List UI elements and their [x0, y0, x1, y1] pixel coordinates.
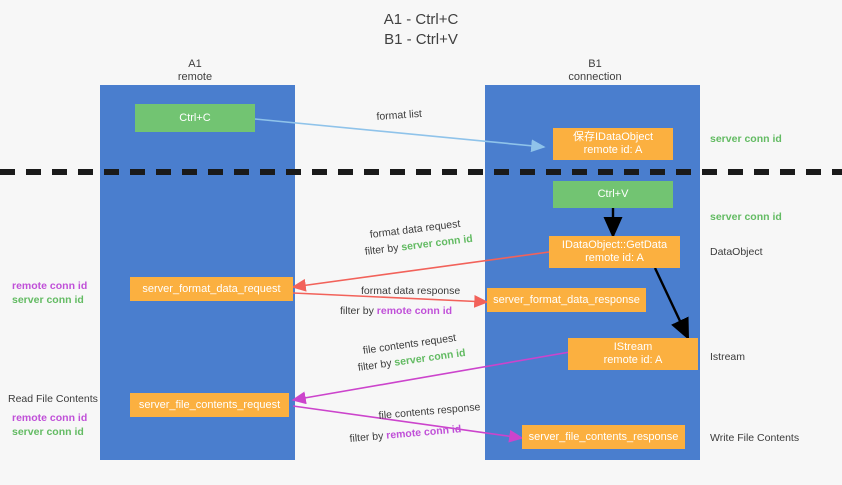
side-label-write-file-contents: Write File Contents — [710, 432, 800, 444]
side-label-server-conn-id-low: server conn id — [12, 426, 84, 438]
filter-value-remote-conn-id: remote conn id — [376, 305, 453, 317]
side-label-server-conn-id-mid: server conn id — [710, 211, 782, 223]
edge-label-format-data-response: format data response — [361, 285, 461, 297]
box-server-file-contents-request[interactable]: server_file_contents_request — [130, 393, 289, 417]
box-server-format-data-response[interactable]: server_format_data_response — [487, 288, 646, 312]
side-label-istream: Istream — [710, 351, 746, 363]
box-server-format-data-request[interactable]: server_format_data_request — [130, 277, 293, 301]
filter-prefix: filter by — [349, 429, 387, 445]
box-ctrl-v[interactable]: Ctrl+V — [553, 181, 673, 208]
edge-label-format-data-response-filter: filter by remote conn id — [340, 304, 452, 318]
box-server-file-contents-response[interactable]: server_file_contents_response — [522, 425, 685, 449]
box-idataobject-getdata[interactable]: IDataObject::GetData remote id: A — [549, 236, 680, 268]
filter-prefix: filter by — [357, 356, 396, 374]
side-label-server-conn-id-mid-left: server conn id — [12, 294, 84, 306]
edge-label-format-list: format list — [376, 107, 423, 123]
side-label-read-file-contents: Read File Contents — [8, 393, 98, 405]
edge-label-file-contents-response: file contents response — [378, 401, 481, 422]
side-label-server-conn-id-top: server conn id — [710, 133, 782, 145]
box-save-idataobject[interactable]: 保存IDataObject remote id: A — [553, 128, 673, 160]
side-label-remote-conn-id-mid: remote conn id — [12, 280, 88, 292]
column-header-b1: B1 connection — [568, 58, 622, 83]
diagram-title: A1 - Ctrl+C B1 - Ctrl+V — [383, 11, 459, 48]
side-label-dataobject: DataObject — [710, 246, 763, 258]
column-header-a1: A1 remote — [177, 58, 213, 83]
box-istream[interactable]: IStream remote id: A — [568, 338, 698, 370]
edge-label-file-contents-response-filter: filter by remote conn id — [349, 422, 462, 446]
box-ctrl-c[interactable]: Ctrl+C — [135, 104, 255, 132]
filter-prefix: filter by — [364, 241, 403, 258]
filter-prefix: filter by — [340, 305, 377, 317]
filter-value-remote-conn-id: remote conn id — [385, 423, 462, 442]
side-label-remote-conn-id-low: remote conn id — [12, 412, 88, 424]
